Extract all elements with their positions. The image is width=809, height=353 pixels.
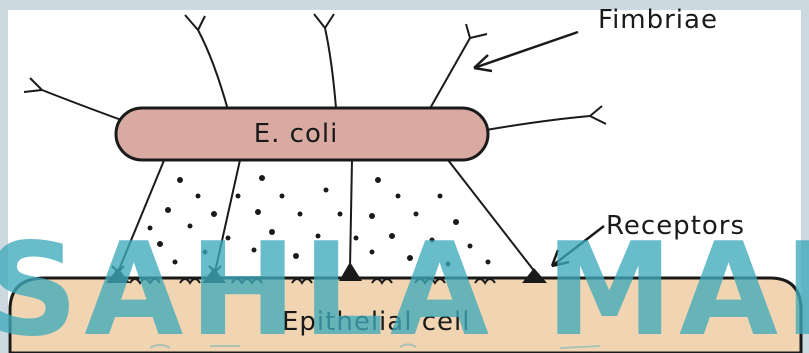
watermark-text: SAHLA MAH	[0, 216, 809, 353]
fimbriae-label: Fimbriae	[598, 5, 718, 35]
ecoli-label: E. coli	[254, 119, 339, 149]
